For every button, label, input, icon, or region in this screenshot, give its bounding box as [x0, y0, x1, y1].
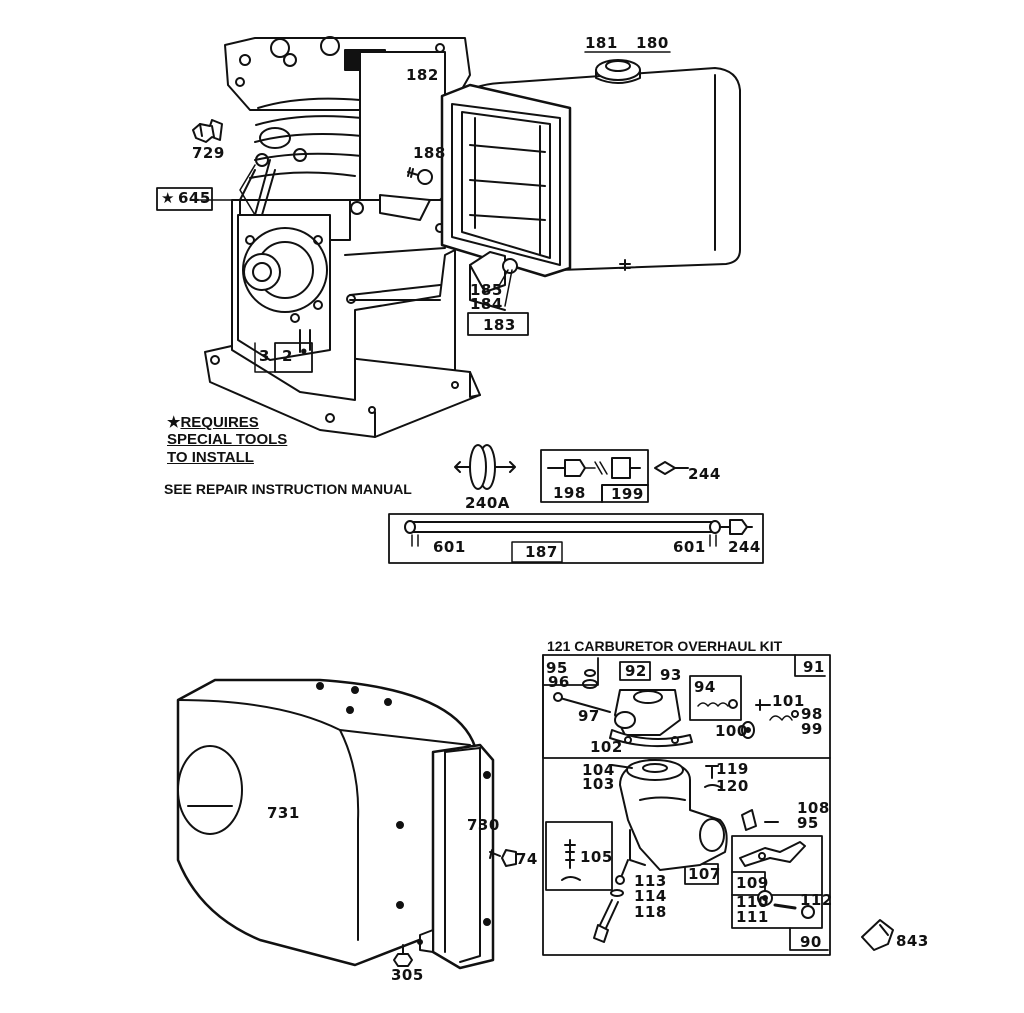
label-94: 94 — [694, 678, 716, 696]
engine-block-drawing — [204, 36, 481, 438]
carb-kit-frames — [542, 654, 831, 956]
part-74-drawing — [489, 849, 517, 867]
label-113: 113 — [634, 872, 667, 890]
label-114: 114 — [634, 887, 667, 905]
label-118: 118 — [634, 903, 667, 921]
part-645-box — [156, 187, 213, 211]
label-181: 181 — [585, 34, 618, 52]
label-97: 97 — [578, 707, 600, 725]
label-187: 187 — [525, 543, 558, 561]
label-120: 120 — [716, 777, 749, 795]
label-645: 645 — [178, 189, 211, 207]
label-105: 105 — [580, 848, 613, 866]
label-100: 100 — [715, 722, 748, 740]
fuel-tank-drawing — [440, 59, 741, 311]
label-198: 198 — [553, 484, 586, 502]
label-102: 102 — [590, 738, 623, 756]
carburetor-kit-title: 121 CARBURETOR OVERHAUL KIT — [547, 638, 783, 654]
note-line-2: SPECIAL TOOLS — [167, 431, 288, 449]
note-line-1: REQUIRES — [180, 414, 259, 431]
label-184: 184 — [470, 295, 503, 313]
label-3: 3 — [259, 347, 270, 365]
label-107: 107 — [688, 865, 721, 883]
label-601-left: 601 — [433, 538, 466, 556]
label-244-top: 244 — [688, 465, 721, 483]
carburetor-drawing — [553, 669, 815, 943]
label-305: 305 — [391, 966, 424, 984]
label-729: 729 — [192, 144, 225, 162]
label-843: 843 — [896, 932, 929, 950]
label-244-bottom: 244 — [728, 538, 761, 556]
label-188: 188 — [413, 144, 446, 162]
label-108: 108 — [797, 799, 830, 817]
note-line-3: TO INSTALL — [167, 448, 254, 466]
requires-special-tools-note: ★REQUIRES SPECIAL TOOLS TO INSTALL — [167, 414, 287, 466]
label-2: 2 — [282, 347, 293, 365]
label-240a: 240A — [465, 494, 510, 512]
label-103: 103 — [582, 775, 615, 793]
label-109: 109 — [736, 874, 769, 892]
label-119: 119 — [716, 760, 749, 778]
see-manual-note: SEE REPAIR INSTRUCTION MANUAL — [164, 481, 412, 497]
part-240a-drawing — [454, 444, 516, 490]
part-305-drawing — [393, 944, 413, 967]
label-95-top: 95 — [546, 659, 568, 677]
part-729-drawing — [192, 119, 223, 143]
label-185: 185 — [470, 281, 503, 299]
part-843-drawing — [861, 919, 894, 951]
label-98: 98 — [801, 705, 823, 723]
label-101: 101 — [772, 692, 805, 710]
label-199: 199 — [611, 485, 644, 503]
label-95-bottom: 95 — [797, 814, 819, 832]
label-90: 90 — [800, 933, 822, 951]
label-183: 183 — [483, 316, 516, 334]
label-91: 91 — [803, 658, 825, 676]
label-110: 110 — [736, 893, 769, 911]
callout-lines-top — [194, 51, 671, 373]
star-icon: ★ — [161, 189, 175, 207]
label-104: 104 — [582, 761, 615, 779]
label-111: 111 — [736, 908, 769, 926]
label-112: 112 — [800, 891, 833, 909]
label-99: 99 — [801, 720, 823, 738]
part-188-drawing — [407, 167, 433, 185]
part-730-drawing — [417, 743, 495, 970]
fuel-line-drawing — [388, 513, 764, 564]
label-74: 74 — [516, 850, 538, 868]
label-601-right: 601 — [673, 538, 706, 556]
label-92: 92 — [625, 662, 647, 680]
fitting-parts-drawing — [540, 449, 689, 503]
label-730: 730 — [467, 816, 500, 834]
label-96: 96 — [548, 673, 570, 691]
star-icon-note: ★ — [167, 414, 181, 431]
label-93: 93 — [660, 666, 682, 684]
star-icon-2: • — [299, 343, 310, 361]
label-180: 180 — [636, 34, 669, 52]
label-731: 731 — [267, 804, 300, 822]
label-182: 182 — [406, 66, 439, 84]
